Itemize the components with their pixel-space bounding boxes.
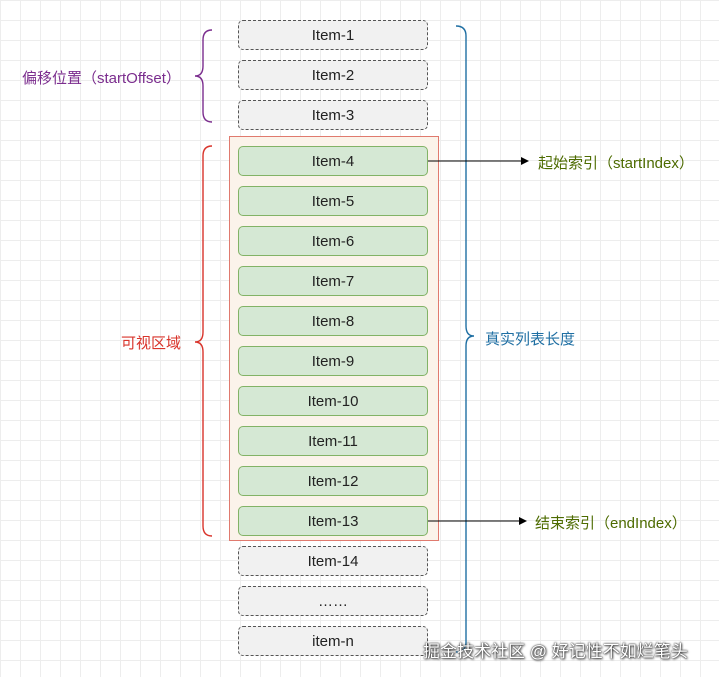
list-item: Item-2	[238, 60, 428, 90]
list-item: item-n	[238, 626, 428, 656]
item-label: Item-1	[311, 26, 355, 44]
visible-list-item: Item-4	[238, 146, 428, 176]
item-label: Item-14	[307, 552, 359, 570]
visible-list-item: Item-13	[238, 506, 428, 536]
watermark: 掘金技术社区 @ 好记性不如烂笔头	[423, 642, 688, 661]
total-length-label: 真实列表长度	[485, 331, 576, 348]
item-label: ……	[318, 592, 348, 610]
visible-list-item: Item-10	[238, 386, 428, 416]
item-label: Item-13	[307, 512, 359, 530]
visible-list-item: Item-11	[238, 426, 428, 456]
visible-list-item: Item-9	[238, 346, 428, 376]
item-label: Item-9	[311, 352, 355, 370]
visible-area-label: 可视区域	[121, 335, 182, 352]
list-item: Item-3	[238, 100, 428, 130]
offset-brace	[194, 29, 213, 123]
list-item: ……	[238, 586, 428, 616]
item-label: Item-12	[307, 472, 359, 490]
item-label: item-n	[312, 632, 354, 650]
end-index-label: 结束索引（endIndex）	[535, 515, 687, 532]
item-label: Item-7	[311, 272, 355, 290]
item-label: Item-8	[311, 312, 355, 330]
item-label: Item-6	[311, 232, 355, 250]
item-label: Item-4	[311, 152, 355, 170]
item-label: Item-5	[311, 192, 355, 210]
start-index-label: 起始索引（startIndex）	[538, 155, 694, 172]
start-offset-label: 偏移位置（startOffset）	[22, 70, 181, 87]
visible-list-item: Item-12	[238, 466, 428, 496]
list-item: Item-1	[238, 20, 428, 50]
visible-list-item: Item-7	[238, 266, 428, 296]
list-item: Item-14	[238, 546, 428, 576]
item-label: Item-2	[311, 66, 355, 84]
total-length-brace	[455, 25, 475, 653]
visible-list-item: Item-8	[238, 306, 428, 336]
item-label: Item-10	[307, 392, 359, 410]
visible-list-item: Item-6	[238, 226, 428, 256]
item-label: Item-3	[311, 106, 355, 124]
visible-area-brace	[194, 145, 213, 537]
visible-list-item: Item-5	[238, 186, 428, 216]
item-label: Item-11	[308, 432, 358, 450]
